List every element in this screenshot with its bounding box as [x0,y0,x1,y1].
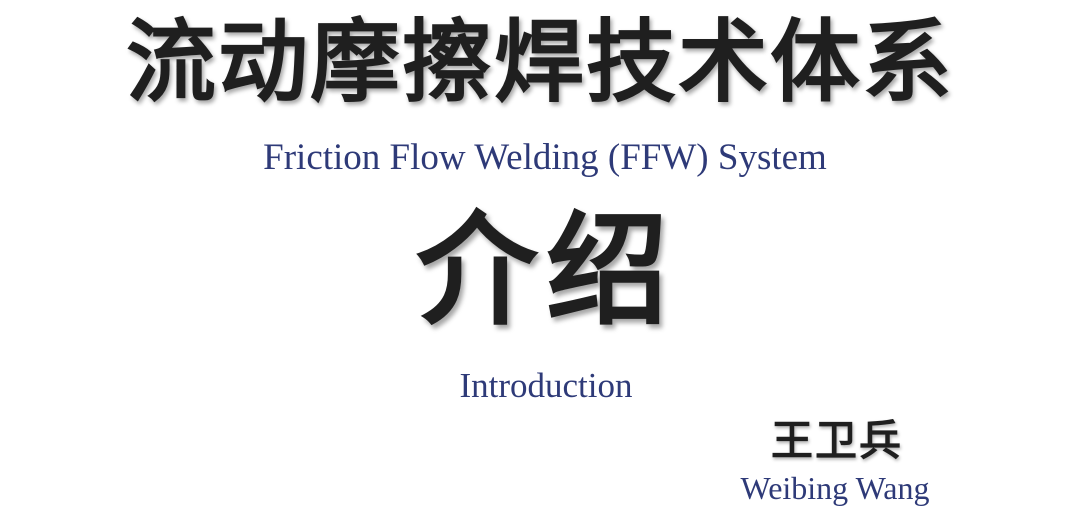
english-subtitle: Introduction [459,366,633,405]
author-name-chinese: 王卫兵 [770,416,903,465]
english-title: Friction Flow Welding (FFW) System [263,137,827,178]
chinese-subtitle: 介绍 [416,200,676,342]
author-name-english: Weibing Wang [740,470,930,506]
chinese-title: 流动摩擦焊技术体系 [126,10,954,115]
